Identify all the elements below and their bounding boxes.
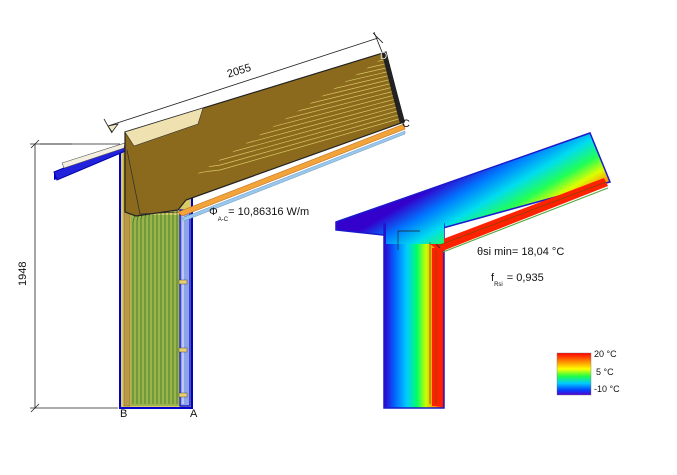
legend-mid-unit: °C (603, 367, 614, 377)
frsi-f: f (491, 272, 495, 284)
legend-low-value: -10 (594, 384, 608, 394)
legend-high-unit: °C (606, 349, 617, 359)
legend-high-value: 20 (594, 349, 605, 359)
theta-text: θsi min= 18,04 (477, 246, 549, 258)
theta-min-label: θsi min= 18,04 °C (477, 247, 564, 258)
frsi-value: = 0,935 (506, 272, 544, 284)
legend-color-bar (556, 352, 592, 396)
frsi-label: fRsi= 0,935 (491, 269, 544, 289)
point-label-b: B (120, 408, 128, 420)
legend-label-high: 20 °C (594, 350, 617, 359)
wall-height-dimension: 1948 (17, 261, 29, 286)
left-section-drawing (30, 31, 406, 413)
point-label-d: D (380, 51, 388, 62)
legend-low-unit: °C (609, 384, 620, 394)
flux-symbol: Φ (209, 206, 218, 218)
point-label-a: A (190, 408, 198, 420)
dimension-lines (30, 31, 387, 413)
point-label-c: C (402, 118, 410, 130)
legend-label-low: -10 °C (594, 385, 620, 394)
flux-subscript: A-C (217, 217, 229, 223)
legend-label-mid: 5 °C (596, 368, 614, 377)
flux-value: = 10,86316 W/m (228, 206, 310, 218)
roof-section (53, 51, 406, 222)
temperature-field-drawing (335, 132, 612, 409)
temperature-legend (556, 352, 592, 396)
frsi-subscript: Rsi (494, 282, 503, 288)
legend-mid-value: 5 (596, 367, 602, 377)
heat-flux-label: ΦA-C= 10,86316 W/m (209, 203, 310, 224)
theta-unit: °C (551, 246, 565, 258)
